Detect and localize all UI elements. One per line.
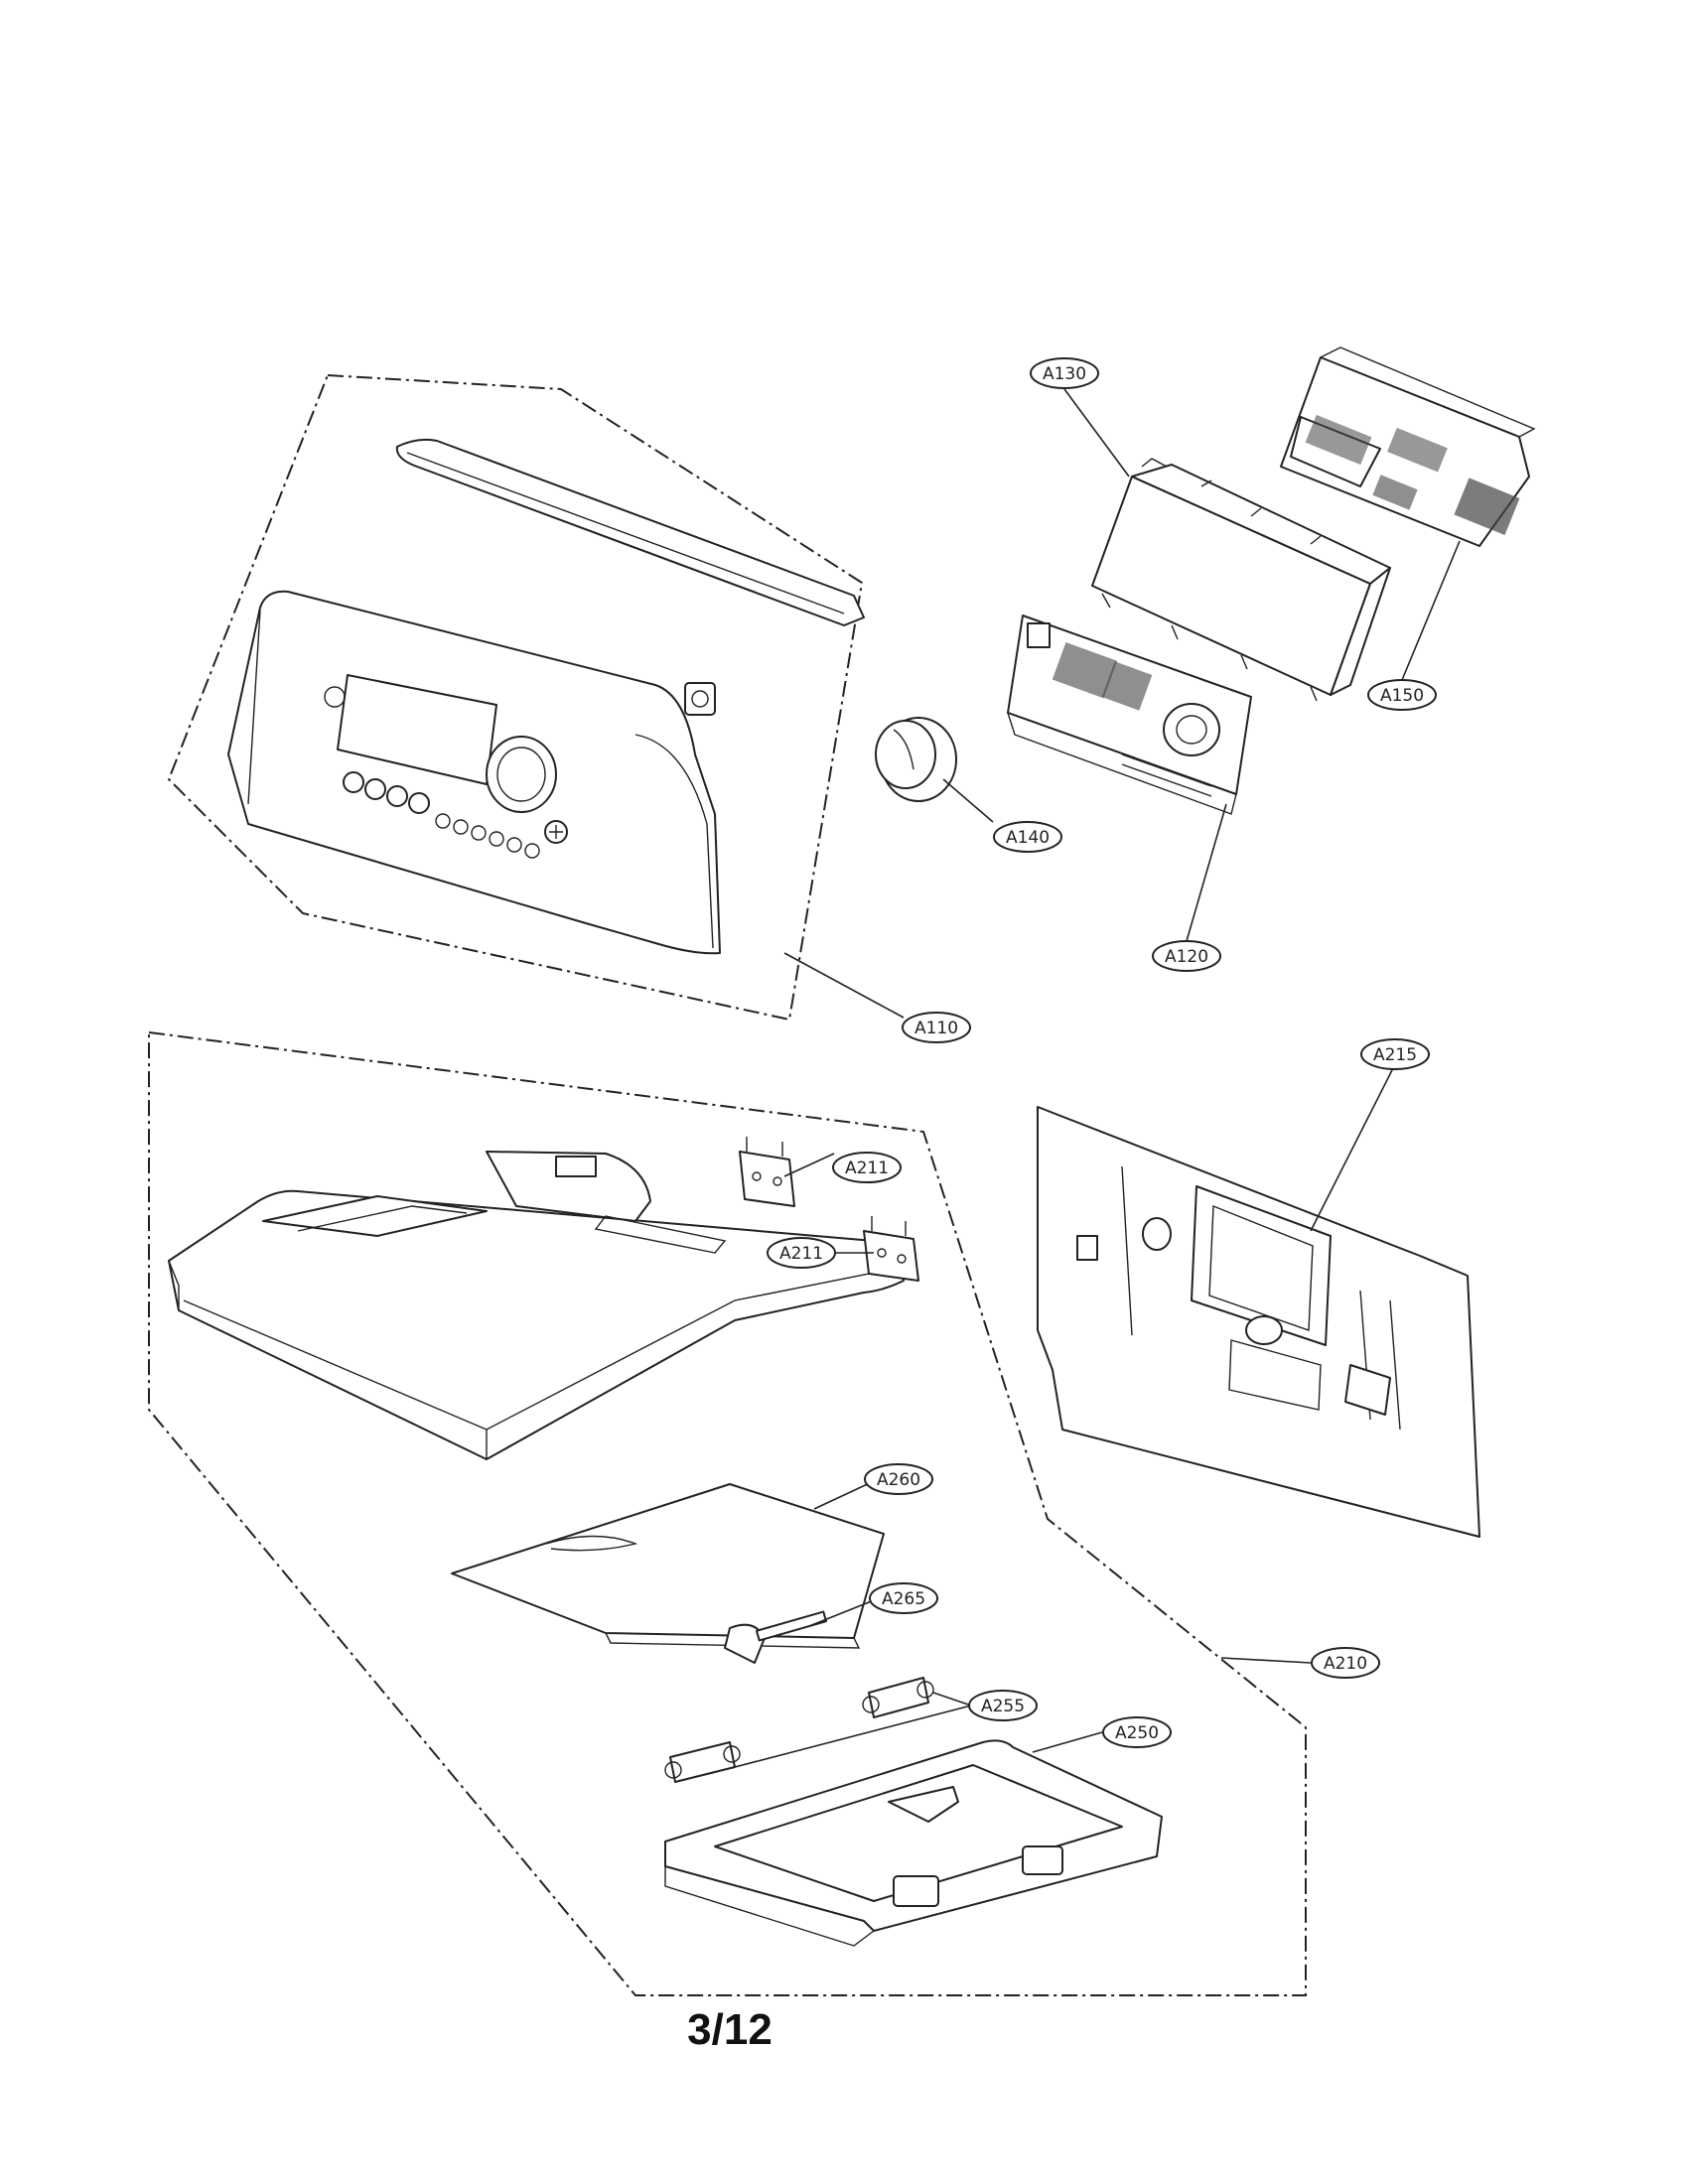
callout-a211-lower: A211 xyxy=(767,1237,836,1269)
callout-a150: A150 xyxy=(1367,679,1437,711)
callout-a120-label: A120 xyxy=(1165,947,1208,967)
leader-lines xyxy=(734,388,1461,1768)
callout-a210: A210 xyxy=(1311,1647,1380,1679)
callout-a211-lower-label: A211 xyxy=(779,1244,823,1264)
callout-a260-label: A260 xyxy=(877,1470,920,1490)
callout-a120: A120 xyxy=(1152,940,1221,972)
callout-a211-upper: A211 xyxy=(832,1152,902,1183)
panel-top-trim xyxy=(395,438,865,626)
dial-knob xyxy=(875,717,957,802)
callout-a255-label: A255 xyxy=(981,1697,1025,1716)
hinge-bracket-upper xyxy=(739,1137,795,1207)
control-panel-boundary xyxy=(167,374,864,1022)
callout-a211-upper-label: A211 xyxy=(845,1159,889,1178)
hinge-cap-left xyxy=(664,1741,741,1783)
callout-a260: A260 xyxy=(864,1463,933,1495)
control-panel-assembly-group xyxy=(167,374,865,1022)
callout-a110-label: A110 xyxy=(914,1019,958,1038)
hinge-cap-right xyxy=(862,1677,934,1718)
pcb-cover-assembly xyxy=(1280,346,1536,547)
callout-a250: A250 xyxy=(1102,1716,1172,1748)
page-number: 3/12 xyxy=(687,2005,773,2054)
top-cover-assembly-group xyxy=(148,1031,1307,1996)
callout-a215-label: A215 xyxy=(1373,1045,1417,1065)
callout-a265: A265 xyxy=(869,1582,938,1614)
callout-a210-label: A210 xyxy=(1324,1654,1367,1674)
callout-a250-label: A250 xyxy=(1115,1723,1159,1743)
callout-a255: A255 xyxy=(968,1690,1038,1721)
top-cover-lid xyxy=(168,1189,905,1460)
lid-panel xyxy=(451,1483,885,1639)
callout-a140-label: A140 xyxy=(1006,828,1050,848)
callout-a130: A130 xyxy=(1030,357,1099,389)
hinge-pin xyxy=(724,1610,828,1664)
callout-a215: A215 xyxy=(1360,1038,1430,1070)
callout-a130-label: A130 xyxy=(1043,364,1086,384)
callout-a150-label: A150 xyxy=(1380,686,1424,706)
top-cover-boundary xyxy=(148,1031,1307,1996)
panel-connector xyxy=(684,682,716,716)
callout-a140: A140 xyxy=(993,821,1062,853)
callout-a265-label: A265 xyxy=(882,1589,925,1609)
main-pcb-assembly xyxy=(1091,458,1391,702)
panel-display-window xyxy=(337,674,497,785)
panel-button-row xyxy=(324,686,568,859)
display-pcb-assembly xyxy=(1007,614,1252,815)
rear-bracket-plate xyxy=(1037,1106,1480,1538)
hinge-bracket-lower xyxy=(863,1216,919,1282)
callout-a110: A110 xyxy=(902,1012,971,1043)
